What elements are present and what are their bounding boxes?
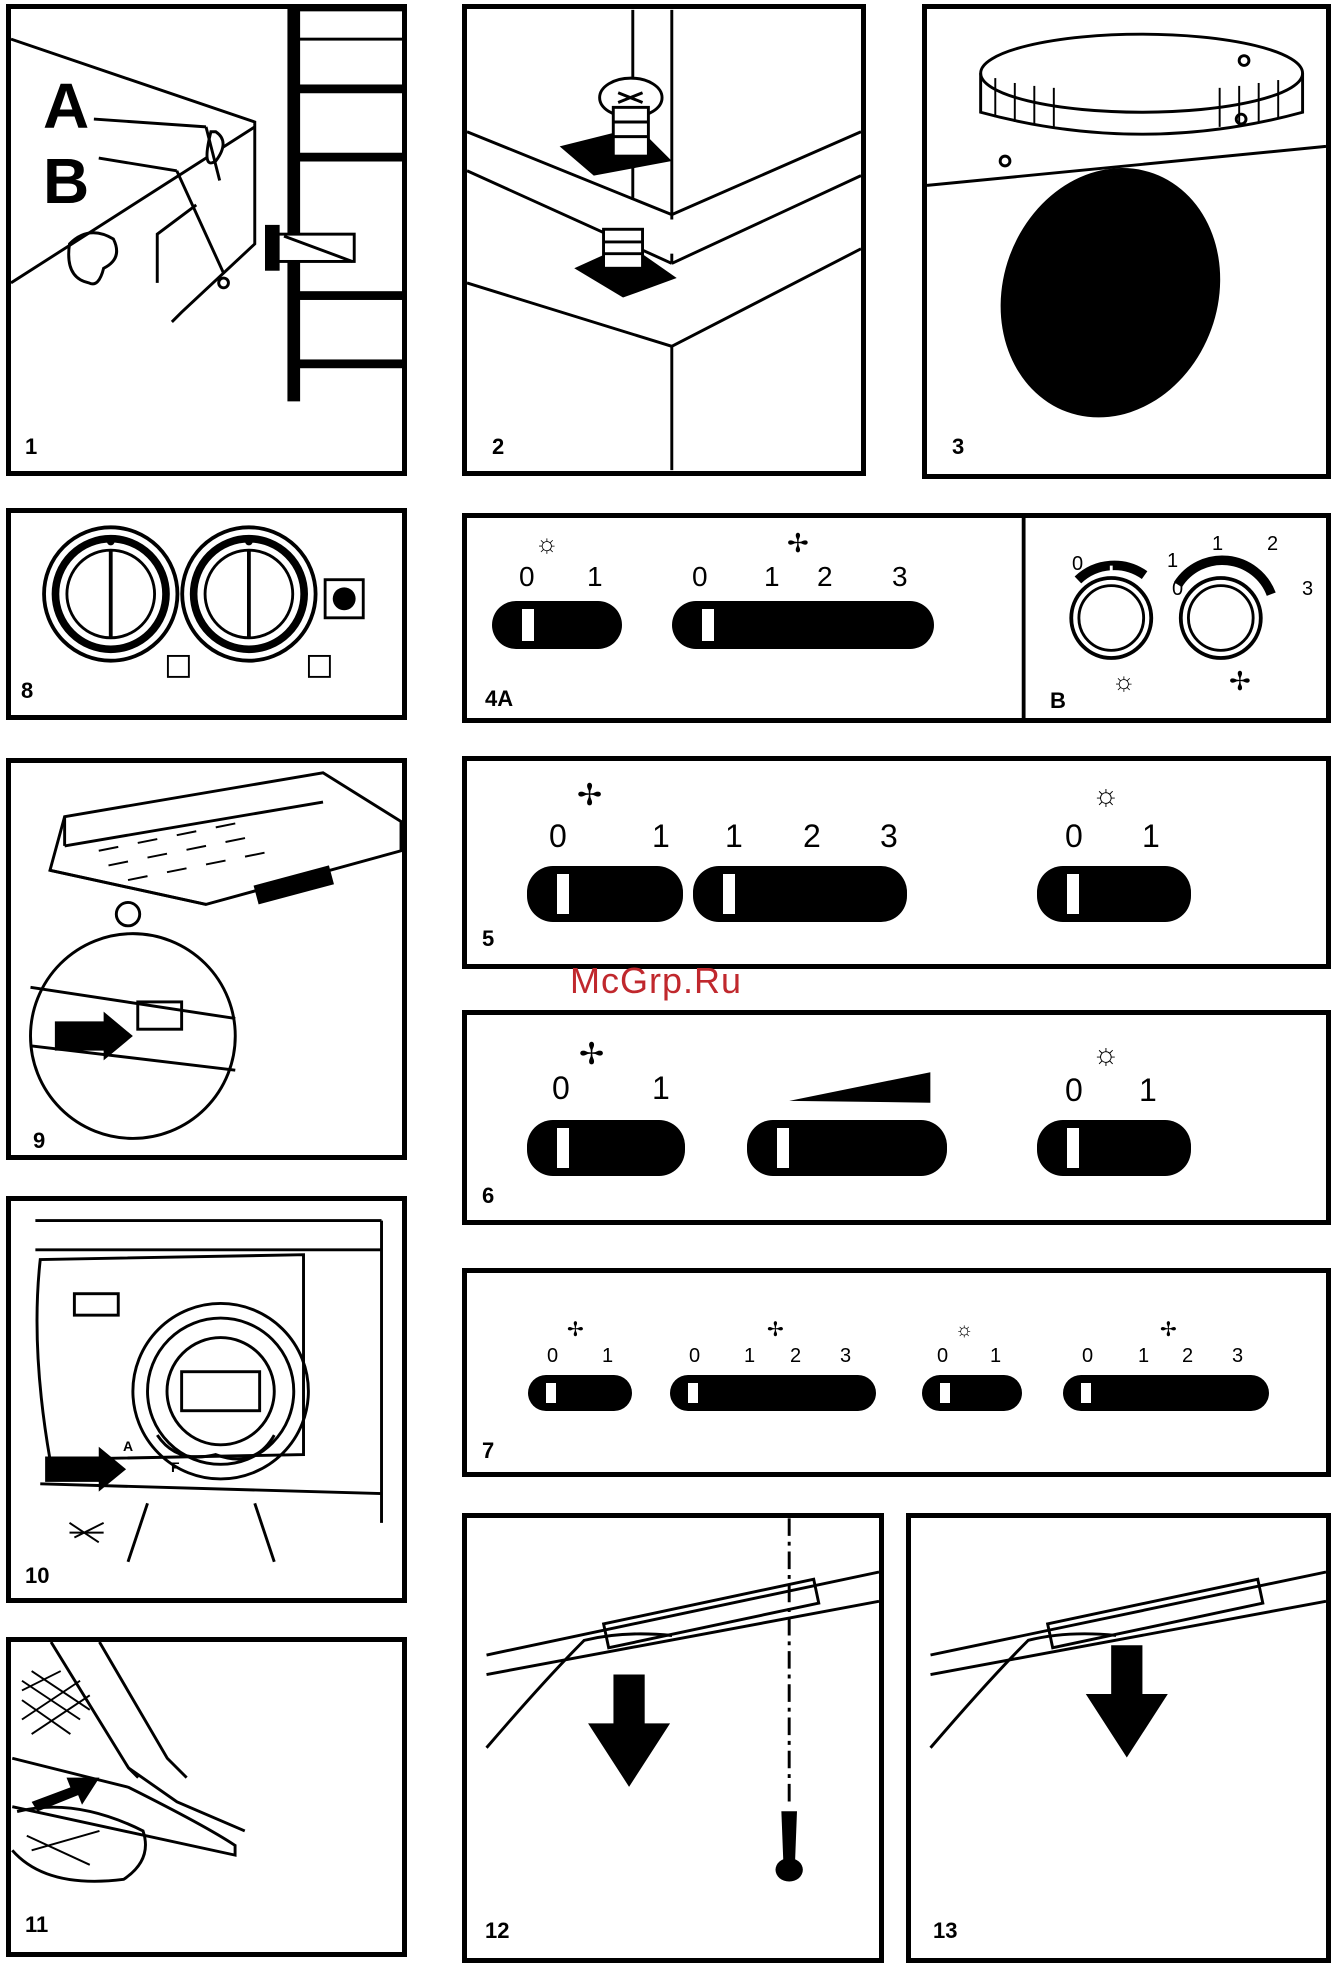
rotary-knob-panel-illustration xyxy=(11,513,402,715)
speed-slider[interactable] xyxy=(747,1120,947,1176)
figure-12: 12 xyxy=(462,1513,884,1963)
light-state-0: 0 xyxy=(1065,818,1083,855)
speed2-switch[interactable] xyxy=(1063,1375,1269,1411)
figure-number: 12 xyxy=(485,1918,509,1944)
fan-switch[interactable] xyxy=(527,866,683,922)
fan-icon: ✢ xyxy=(1160,1320,1177,1340)
speed1-state-2: 2 xyxy=(790,1345,801,1368)
knob-fan-state-2: 2 xyxy=(1267,533,1278,556)
figure-number: 13 xyxy=(933,1918,957,1944)
figure-2: 2 xyxy=(462,4,866,476)
speed1-switch[interactable] xyxy=(670,1375,876,1411)
figure-number: 1 xyxy=(25,434,37,460)
knob-fan-state-1: 1 xyxy=(1212,533,1223,556)
figure-number: 5 xyxy=(482,926,494,952)
fan-state-0: 0 xyxy=(692,561,708,593)
light-icon: ☼ xyxy=(1092,1040,1120,1070)
speed-state-2: 2 xyxy=(803,818,821,855)
motor-fuse-illustration xyxy=(11,1201,402,1598)
figure-1: A B 1 xyxy=(6,4,407,476)
speed2-state-3: 3 xyxy=(1232,1345,1243,1368)
light-switch[interactable] xyxy=(1037,1120,1191,1176)
light-state-0: 0 xyxy=(519,561,535,593)
watermark: McGrp.Ru xyxy=(570,960,742,1002)
figure-number: 2 xyxy=(492,434,504,460)
figure-number: 4A xyxy=(485,686,513,712)
speed-switch[interactable] xyxy=(693,866,907,922)
figure-9: 9 xyxy=(6,758,407,1160)
fan-state-0: 0 xyxy=(547,1345,558,1368)
figure-11: 11 xyxy=(6,1637,407,1957)
light-icon: ☼ xyxy=(955,1320,973,1340)
light-state-1: 1 xyxy=(1139,1072,1157,1109)
round-filter-illustration xyxy=(927,9,1326,474)
fan-icon: ✢ xyxy=(579,1040,604,1070)
knob-light-state-1: 1 xyxy=(1167,550,1178,573)
figure-6: ✢ 0 1 ☼ 0 1 6 xyxy=(462,1010,1331,1225)
fan-state-1: 1 xyxy=(764,561,780,593)
fan-speed-switch[interactable] xyxy=(672,601,934,649)
knob-light-state-0: 0 xyxy=(1072,553,1083,576)
speed-state-1: 1 xyxy=(725,818,743,855)
fan-state-1: 1 xyxy=(652,1070,670,1107)
grease-filter-illustration xyxy=(11,1642,402,1952)
figure-number: 9 xyxy=(33,1128,45,1154)
figure-number: 6 xyxy=(482,1183,494,1209)
fan-state-0: 0 xyxy=(549,818,567,855)
hood-switch-illustration xyxy=(11,763,402,1155)
figure-13: 13 xyxy=(906,1513,1331,1963)
figure-number-b: B xyxy=(1050,688,1066,714)
fan-icon: ✢ xyxy=(1229,668,1251,694)
figure-number: 11 xyxy=(25,1912,48,1938)
figure-number: 10 xyxy=(25,1563,49,1589)
figure-8: 8 xyxy=(6,508,407,720)
speed-state-3: 3 xyxy=(880,818,898,855)
light-switch[interactable] xyxy=(492,601,622,649)
figure-3: 3 xyxy=(922,4,1331,479)
fan-switch[interactable] xyxy=(527,1120,685,1176)
label-letter-a: A xyxy=(123,1438,133,1454)
knob-fan-state-3: 3 xyxy=(1302,578,1313,601)
label-letter-f: F xyxy=(171,1459,180,1475)
light-switch[interactable] xyxy=(922,1375,1022,1411)
light-state-1: 1 xyxy=(1142,818,1160,855)
light-icon: ☼ xyxy=(1092,781,1120,811)
figure-5: ✢ 0 1 1 2 3 ☼ 0 1 5 xyxy=(462,756,1331,969)
light-state-1: 1 xyxy=(990,1345,1001,1368)
adjustable-foot-illustration xyxy=(467,9,861,471)
light-state-0: 0 xyxy=(937,1345,948,1368)
light-state-1: 1 xyxy=(587,561,603,593)
speed1-state-3: 3 xyxy=(840,1345,851,1368)
fan-state-1: 1 xyxy=(652,818,670,855)
speed2-state-2: 2 xyxy=(1182,1345,1193,1368)
light-icon: ☼ xyxy=(535,530,559,556)
fan-state-3: 3 xyxy=(892,561,908,593)
fan-state-2: 2 xyxy=(817,561,833,593)
speed1-state-1: 1 xyxy=(744,1345,755,1368)
speed2-state-0: 0 xyxy=(1082,1345,1093,1368)
figure-number: 3 xyxy=(952,434,964,460)
fan-icon: ✢ xyxy=(567,1320,584,1340)
filter-removal-illustration xyxy=(467,1518,879,1958)
filter-removal-illustration xyxy=(911,1518,1326,1958)
light-icon: ☼ xyxy=(1112,668,1136,694)
fan-icon: ✢ xyxy=(787,530,809,556)
fan-icon: ✢ xyxy=(577,781,602,811)
light-state-0: 0 xyxy=(1065,1072,1083,1109)
figure-10: A F 10 xyxy=(6,1196,407,1603)
figure-number: 7 xyxy=(482,1438,494,1464)
speed2-state-1: 1 xyxy=(1138,1345,1149,1368)
figure-4: ☼ 0 1 ✢ 0 1 2 3 0 1 0 1 2 3 ☼ ✢ 4A B xyxy=(462,513,1331,723)
label-letter-a: A xyxy=(43,69,89,143)
knob-fan-state-0: 0 xyxy=(1172,578,1183,601)
fan-state-0: 0 xyxy=(552,1070,570,1107)
light-switch[interactable] xyxy=(1037,866,1191,922)
figure-7: ✢ 0 1 ✢ 0 1 2 3 ☼ 0 1 ✢ 0 1 2 3 7 xyxy=(462,1268,1331,1477)
speed1-state-0: 0 xyxy=(689,1345,700,1368)
fan-icon: ✢ xyxy=(767,1320,784,1340)
figure-number: 8 xyxy=(21,678,33,704)
fan-switch[interactable] xyxy=(528,1375,632,1411)
fan-state-1: 1 xyxy=(602,1345,613,1368)
label-letter-b: B xyxy=(43,144,89,218)
